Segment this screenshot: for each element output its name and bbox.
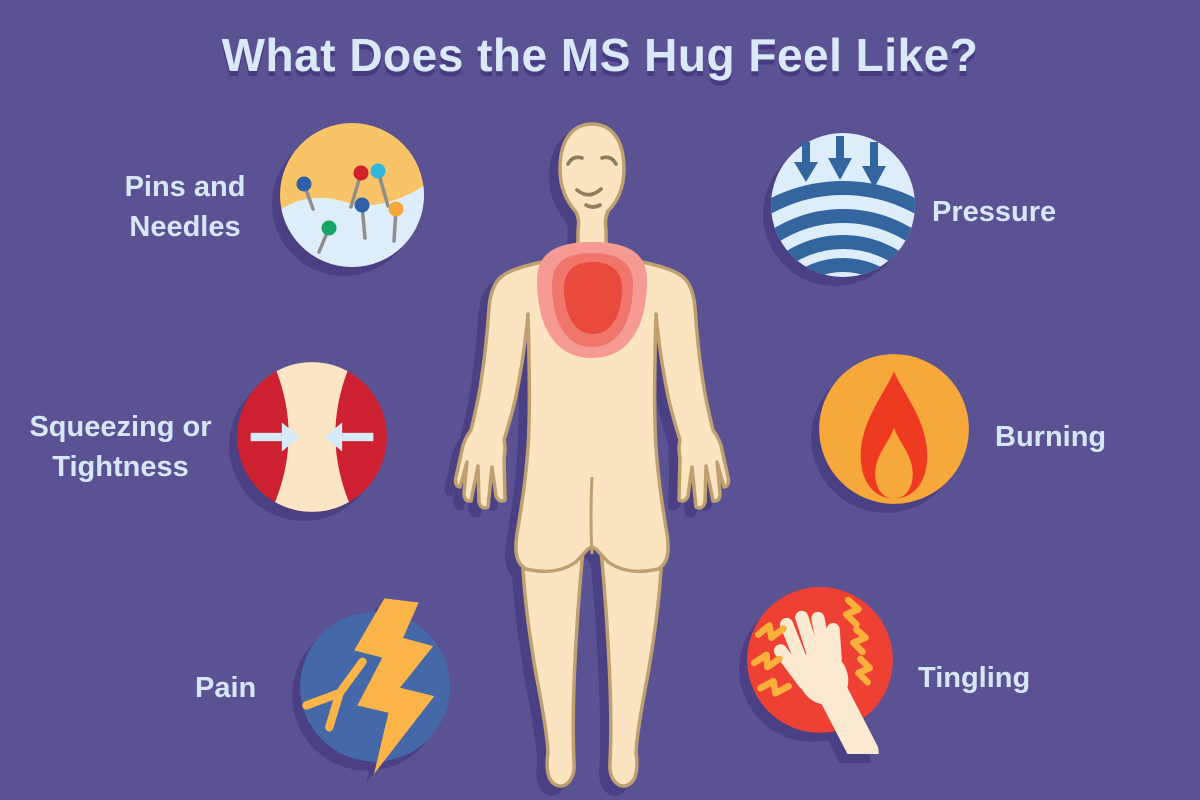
- pin-head: [370, 163, 386, 179]
- lightning-bolt-icon: [300, 598, 450, 775]
- chin-line: [584, 203, 602, 209]
- pinched-column-shape: [269, 362, 355, 512]
- flame-icon: [819, 354, 969, 504]
- downward-arrows: [794, 136, 886, 188]
- hand-shape: [773, 610, 879, 754]
- downward-arrows-pressure-icon: [771, 133, 915, 277]
- inward-arrows-squeeze-icon: [237, 362, 387, 512]
- label-tingling: Tingling: [918, 662, 1031, 694]
- label-squeezing-or-tightness: Squeezing or Tightness: [29, 411, 212, 484]
- label-pressure: Pressure: [932, 196, 1057, 228]
- chest-pain-highlight: [537, 242, 647, 358]
- tingle-spark-squiggles: [750, 596, 873, 697]
- label-pain: Pain: [195, 672, 257, 704]
- sad-mouth: [575, 187, 603, 197]
- right-eyebrow: [600, 155, 618, 166]
- pins-in-skin-icon: [280, 123, 424, 267]
- pressure-wave-arcs: [771, 181, 915, 277]
- pin-head: [353, 165, 369, 181]
- pin-head: [354, 197, 370, 213]
- pin-head: [388, 201, 404, 217]
- left-eyebrow: [566, 155, 584, 166]
- tingling-hand-icon: [747, 587, 893, 754]
- label-pins-and-needles: Pins and Needles: [124, 171, 246, 244]
- inner-thigh-line: [589, 476, 594, 555]
- flame-inner-shape: [875, 427, 913, 499]
- pin-head: [321, 220, 337, 236]
- lightning-bolt-shape: [354, 598, 435, 775]
- lightning-branches: [302, 657, 367, 732]
- label-burning: Burning: [995, 421, 1107, 453]
- sad-face: [566, 155, 618, 209]
- inward-arrows: [250, 422, 374, 452]
- pin-head: [296, 176, 312, 192]
- human-figure: [453, 122, 731, 788]
- page-title: What Does the MS Hug Feel Like?: [221, 29, 979, 81]
- legs: [520, 538, 664, 788]
